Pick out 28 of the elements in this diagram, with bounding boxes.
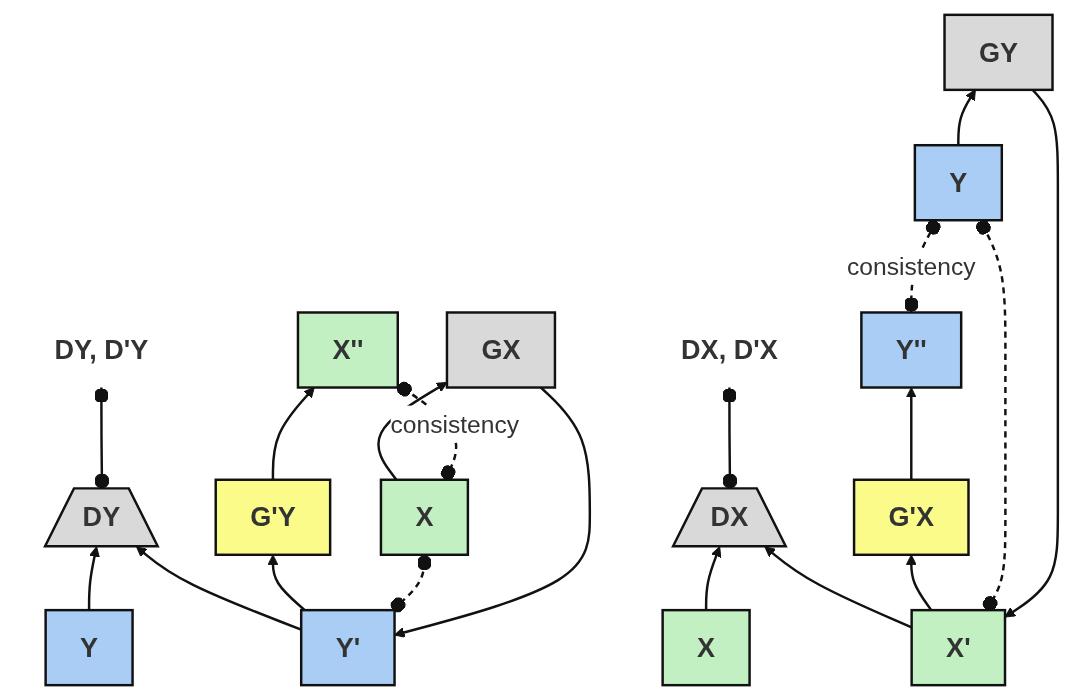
arrow: [136, 546, 302, 631]
node-box: Y'': [860, 311, 963, 389]
node-box: Y: [44, 608, 134, 687]
node-box: Y': [299, 608, 396, 687]
node-box: X: [661, 608, 751, 687]
arrow: [271, 387, 315, 480]
node-box: G'Y: [214, 478, 332, 556]
node-box: Y: [913, 144, 1004, 222]
node-text: DX, D'X: [681, 334, 778, 366]
node-box: GX: [445, 311, 557, 389]
node-box: X'': [296, 311, 399, 389]
arrow: [704, 546, 722, 611]
connector: [93, 387, 110, 489]
node-box: G'X: [852, 478, 970, 556]
edge-label: consistency: [390, 410, 520, 438]
node-text: DY, D'Y: [54, 334, 149, 366]
arrow: [1004, 89, 1060, 618]
node-box: GY: [943, 13, 1054, 92]
node-box: X': [910, 608, 1007, 687]
arrow: [957, 89, 976, 146]
connector: [721, 387, 738, 489]
connector: [390, 554, 432, 613]
edge-label: consistency: [847, 252, 976, 280]
arrow: [267, 554, 306, 612]
arrow: [905, 387, 917, 480]
node-box: X: [379, 478, 470, 556]
arrow: [87, 546, 100, 611]
arrow: [905, 554, 933, 611]
